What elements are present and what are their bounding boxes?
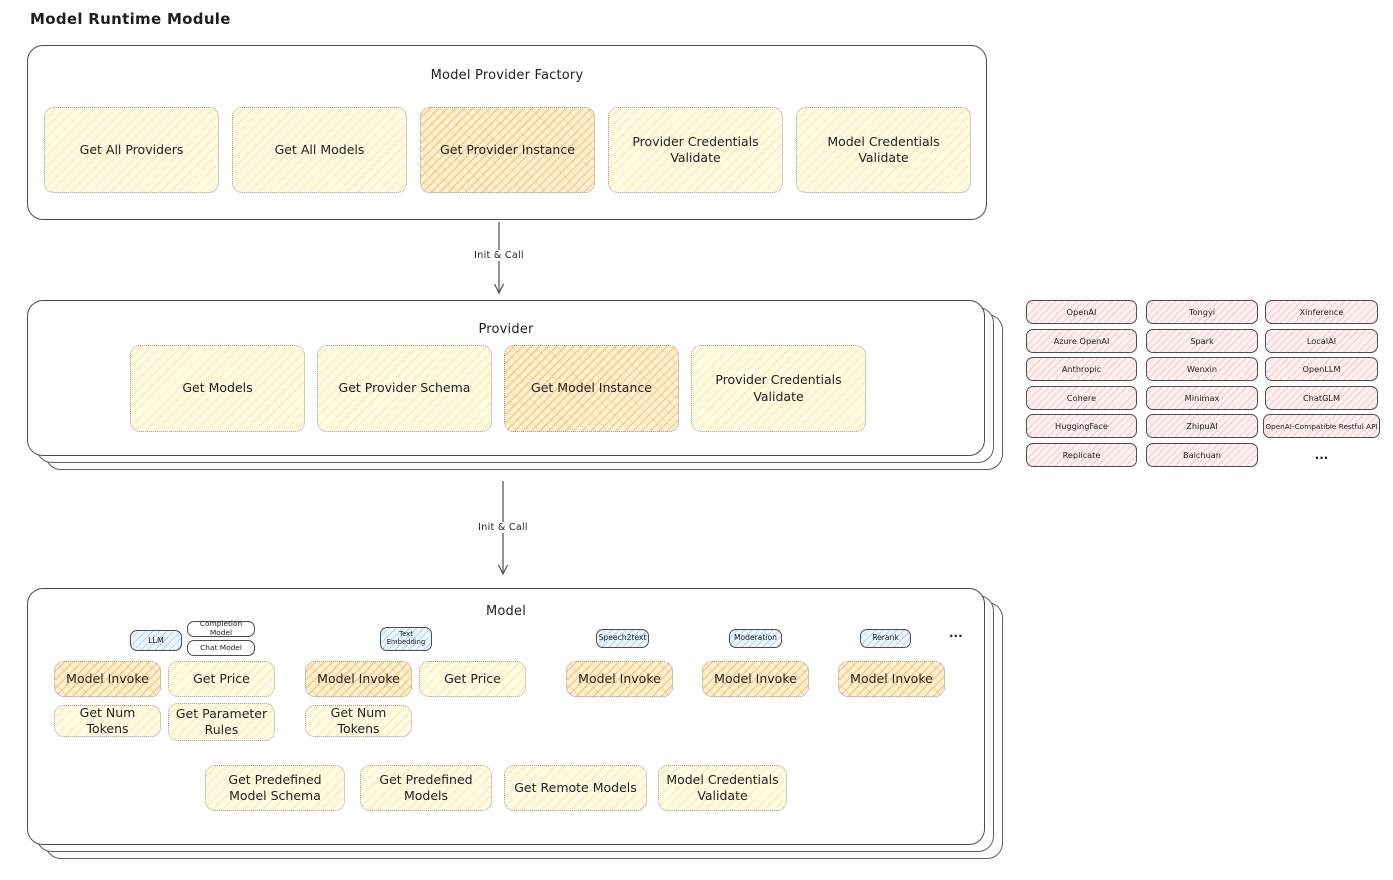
node-get-remote-models: Get Remote Models	[504, 765, 647, 811]
node-get-all-providers: Get All Providers	[44, 107, 219, 193]
node-embedding-model-invoke: Model Invoke	[305, 661, 412, 697]
chip-rerank: Rerank	[860, 629, 911, 648]
provider-badge-chatglm: ChatGLM	[1265, 385, 1378, 410]
node-speech2text-model-invoke: Model Invoke	[566, 661, 673, 697]
node-model-credentials-validate-2: Model Credentials Validate	[658, 765, 787, 811]
provider-title: Provider	[478, 322, 534, 337]
provider-list-col-3: Xinference LocalAI OpenLLM ChatGLM OpenA…	[1263, 300, 1380, 467]
diagram-title: Model Runtime Module	[30, 10, 231, 28]
node-get-all-models: Get All Models	[232, 107, 407, 193]
arrow-label-init-call: Init & Call	[470, 250, 528, 261]
node-provider-credentials-validate-2: Provider Credentials Validate	[691, 345, 866, 432]
node-get-provider-instance: Get Provider Instance	[420, 107, 595, 193]
factory-title: Model Provider Factory	[430, 68, 584, 83]
node-get-predefined-model-schema: Get Predefined Model Schema	[205, 765, 345, 811]
provider-badge-localai: LocalAI	[1265, 328, 1378, 353]
provider-badge-baichuan: Baichuan	[1146, 442, 1258, 467]
chip-text-embedding: Text Embedding	[380, 627, 432, 651]
provider-badge-wenxin: Wenxin	[1146, 357, 1258, 382]
node-llm-get-price: Get Price	[168, 661, 275, 697]
model-box: Model LLM Completion Model Chat Model Te…	[27, 588, 1003, 859]
arrow-factory-to-provider: Init & Call	[470, 222, 528, 298]
provider-list-col-1: OpenAI Azure OpenAI Anthropic Cohere Hug…	[1026, 300, 1137, 467]
node-embedding-get-price: Get Price	[419, 661, 526, 697]
node-model-credentials-validate: Model Credentials Validate	[796, 107, 971, 193]
model-title: Model	[485, 604, 527, 619]
provider-badge-replicate: Replicate	[1026, 442, 1137, 467]
factory-nodes: Get All Providers Get All Models Get Pro…	[44, 107, 971, 193]
arrow-provider-to-model: Init & Call	[474, 481, 532, 579]
provider-badge-openai-compatible: OpenAI-Compatible Restful API	[1263, 414, 1380, 439]
model-types-ellipsis: ...	[949, 626, 963, 640]
provider-list-col-2: Tongyi Spark Wenxin Minimax ZhipuAI Baic…	[1146, 300, 1258, 467]
node-llm-get-num-tokens: Get Num Tokens	[54, 705, 161, 737]
provider-badge-spark: Spark	[1146, 328, 1258, 353]
provider-list-panel: OpenAI Azure OpenAI Anthropic Cohere Hug…	[1026, 300, 1380, 470]
node-get-model-instance: Get Model Instance	[504, 345, 679, 432]
chip-llm: LLM	[130, 630, 182, 651]
provider-badge-cohere: Cohere	[1026, 385, 1137, 410]
node-llm-get-parameter-rules: Get Parameter Rules	[168, 703, 275, 741]
factory-box: Model Provider Factory Get All Providers…	[27, 45, 987, 220]
provider-list-ellipsis: ...	[1314, 447, 1329, 462]
arrow-label-init-call-2: Init & Call	[474, 522, 532, 533]
provider-badge-huggingface: HuggingFace	[1026, 414, 1137, 439]
provider-badge-azure-openai: Azure OpenAI	[1026, 328, 1137, 353]
chip-moderation: Moderation	[729, 629, 782, 648]
chip-chat-model: Chat Model	[187, 640, 255, 656]
node-get-models: Get Models	[130, 345, 305, 432]
node-moderation-model-invoke: Model Invoke	[702, 661, 809, 697]
provider-box: Provider Get Models Get Provider Schema …	[27, 300, 1003, 470]
provider-badge-minimax: Minimax	[1146, 385, 1258, 410]
chip-completion-model: Completion Model	[187, 620, 255, 637]
provider-badge-anthropic: Anthropic	[1026, 357, 1137, 382]
provider-badge-openllm: OpenLLM	[1265, 357, 1378, 382]
provider-badge-xinference: Xinference	[1265, 300, 1378, 324]
node-rerank-model-invoke: Model Invoke	[838, 661, 945, 697]
node-llm-model-invoke: Model Invoke	[54, 661, 161, 697]
node-embedding-get-num-tokens: Get Num Tokens	[305, 705, 412, 737]
node-provider-credentials-validate: Provider Credentials Validate	[608, 107, 783, 193]
node-get-provider-schema: Get Provider Schema	[317, 345, 492, 432]
node-get-predefined-models: Get Predefined Models	[360, 765, 492, 811]
provider-nodes: Get Models Get Provider Schema Get Model…	[130, 345, 866, 432]
provider-badge-openai: OpenAI	[1026, 300, 1137, 324]
provider-badge-zhipuai: ZhipuAI	[1146, 414, 1258, 439]
chip-speech2text: Speech2text	[596, 629, 649, 648]
provider-badge-tongyi: Tongyi	[1146, 300, 1258, 324]
